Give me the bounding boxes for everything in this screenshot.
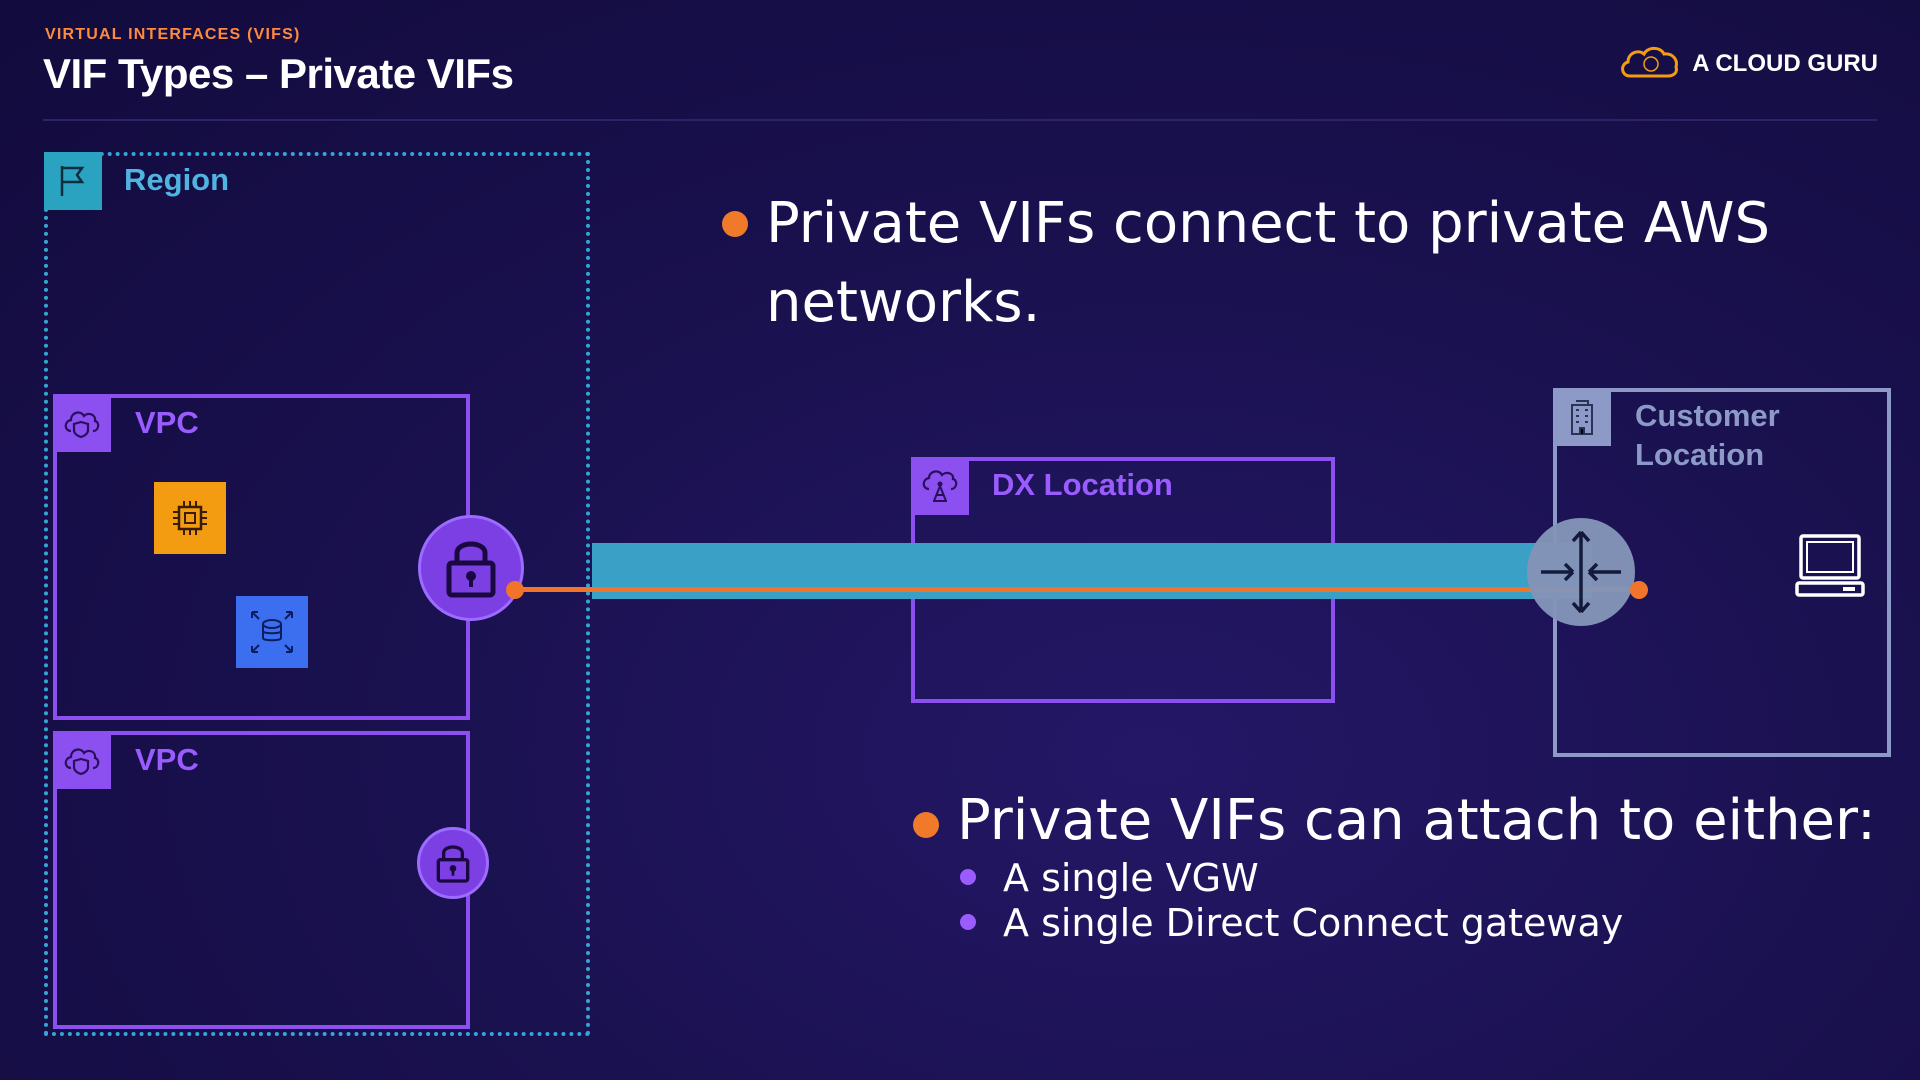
cloud-shield-icon (53, 394, 111, 452)
cloud-antenna-icon (911, 457, 969, 515)
sub-bullet-dx-gateway: A single Direct Connect gateway (1003, 901, 1624, 945)
customer-location-label: Customer Location (1635, 398, 1780, 472)
header-divider (43, 119, 1877, 121)
database-icon (236, 596, 308, 668)
vif-endpoint-right (1630, 581, 1648, 599)
padlock-icon (418, 515, 524, 621)
vpc-label-2: VPC (135, 742, 199, 777)
vpc-label-1: VPC (135, 405, 199, 440)
bullet-private-vifs-attach: Private VIFs can attach to either: (957, 788, 1876, 853)
sub-bullet-vgw: A single VGW (1003, 856, 1259, 900)
region-boundary (44, 152, 590, 1036)
sub-bullet-dot (960, 869, 976, 885)
cloud-logo-icon (1618, 44, 1680, 84)
vpc-box-2 (53, 731, 470, 1029)
cloud-shield-icon (53, 731, 111, 789)
padlock-icon (417, 827, 489, 899)
building-icon (1553, 388, 1611, 446)
brand-logo: A CLOUD GURU (1618, 44, 1878, 84)
vif-endpoint-left (506, 581, 524, 599)
section-eyebrow: VIRTUAL INTERFACES (VIFS) (45, 26, 301, 43)
chip-icon (154, 482, 226, 554)
flag-icon (44, 152, 102, 210)
sub-bullet-dot (960, 914, 976, 930)
private-vif-line (515, 587, 1638, 592)
slide-title: VIF Types – Private VIFs (43, 50, 514, 97)
bullet-private-vifs-connect: Private VIFs connect to private AWS netw… (766, 191, 1771, 335)
brand-name: A CLOUD GURU (1692, 50, 1878, 77)
bullet-dot (722, 211, 748, 237)
region-label: Region (124, 162, 230, 197)
laptop-icon (1795, 533, 1865, 607)
vpc-box-1 (53, 394, 470, 720)
router-icon (1527, 518, 1635, 626)
dx-location-label: DX Location (992, 467, 1173, 502)
bullet-dot (913, 812, 939, 838)
